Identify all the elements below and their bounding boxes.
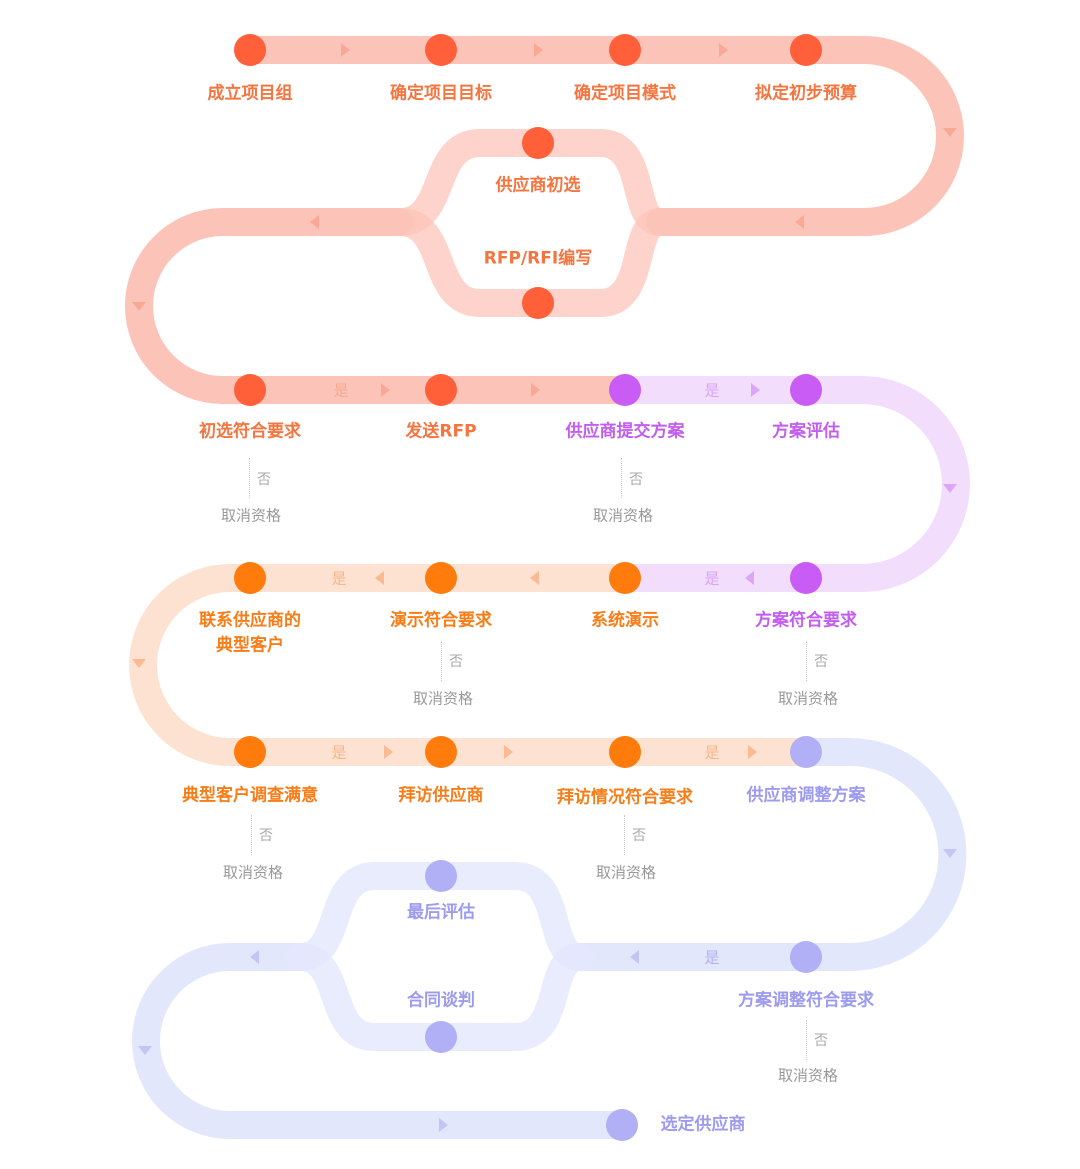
direction-arrow-icon xyxy=(751,383,760,397)
direction-arrow-icon xyxy=(504,745,513,759)
no-label: 否 xyxy=(814,654,828,670)
direction-arrow-icon xyxy=(534,43,543,57)
step-node xyxy=(425,374,457,406)
branch-top xyxy=(386,129,674,236)
direction-arrow-icon xyxy=(381,383,390,397)
step-label: 最后评估 xyxy=(407,902,475,923)
yes-label: 是 xyxy=(331,569,347,588)
direction-arrow-icon xyxy=(630,950,639,964)
no-label: 否 xyxy=(257,472,271,488)
disqualify-label: 取消资格 xyxy=(777,1066,839,1085)
yes-label: 是 xyxy=(333,381,349,400)
step-label: 初选符合要求 xyxy=(199,421,301,442)
step-node xyxy=(790,736,822,768)
disqualify-label: 取消资格 xyxy=(412,689,474,708)
track-orange xyxy=(129,564,819,766)
branch-bottom-2 xyxy=(286,943,594,1051)
step-label: 系统演示 xyxy=(591,610,659,631)
step-label: 联系供应商的 xyxy=(199,610,301,631)
step-node xyxy=(790,562,822,594)
branch-top-2 xyxy=(286,862,594,971)
disqualify-label: 取消资格 xyxy=(595,863,657,882)
step-label: 供应商提交方案 xyxy=(565,421,685,442)
branch-bottom xyxy=(386,208,674,317)
step-node xyxy=(425,736,457,768)
step-label: 演示符合要求 xyxy=(390,610,492,631)
direction-arrow-icon xyxy=(719,43,728,57)
no-label: 否 xyxy=(629,472,643,488)
step-node xyxy=(790,374,822,406)
no-label: 否 xyxy=(259,828,273,844)
no-label: 否 xyxy=(449,654,463,670)
direction-arrow-icon xyxy=(943,849,957,858)
step-label: 确定项目目标 xyxy=(390,83,492,104)
disqualify-label: 取消资格 xyxy=(222,863,284,882)
track-purple xyxy=(611,376,970,592)
step-node xyxy=(609,562,641,594)
step-label: 方案评估 xyxy=(772,421,840,442)
step-label: 供应商初选 xyxy=(495,175,581,196)
direction-arrow-icon xyxy=(375,571,384,585)
no-label: 否 xyxy=(814,1033,828,1049)
step-label: 方案符合要求 xyxy=(755,610,857,631)
step-node xyxy=(234,736,266,768)
disqualify-label: 取消资格 xyxy=(220,506,282,525)
direction-arrow-icon xyxy=(310,215,319,229)
yes-label: 是 xyxy=(331,743,347,762)
yes-label: 是 xyxy=(704,948,720,967)
direction-arrow-icon xyxy=(384,745,393,759)
yes-label: 是 xyxy=(704,381,720,400)
direction-arrow-icon xyxy=(132,659,146,668)
no-label: 否 xyxy=(632,828,646,844)
step-label: 方案调整符合要求 xyxy=(738,990,874,1011)
step-label: 典型客户调查满意 xyxy=(182,785,318,806)
direction-arrow-icon xyxy=(341,43,350,57)
step-node xyxy=(790,34,822,66)
step-label: 合同谈判 xyxy=(407,990,475,1011)
direction-arrow-icon xyxy=(138,1046,152,1055)
step-node xyxy=(522,127,554,159)
step-label: RFP/RFI编写 xyxy=(483,248,593,269)
step-node xyxy=(425,562,457,594)
step-node xyxy=(790,941,822,973)
step-node xyxy=(609,374,641,406)
step-label: 典型客户 xyxy=(216,635,284,656)
step-node xyxy=(425,860,457,892)
step-label: 拟定初步预算 xyxy=(755,83,857,104)
direction-arrow-icon xyxy=(795,215,804,229)
step-node xyxy=(234,562,266,594)
direction-arrow-icon xyxy=(943,484,957,493)
direction-arrow-icon xyxy=(748,745,757,759)
step-label: 拜访情况符合要求 xyxy=(557,787,693,808)
direction-arrow-icon xyxy=(530,571,539,585)
step-node xyxy=(522,287,554,319)
step-node xyxy=(234,34,266,66)
direction-arrow-icon xyxy=(132,302,146,311)
step-label: 确定项目模式 xyxy=(574,83,676,104)
disqualify-label: 取消资格 xyxy=(777,689,839,708)
step-label: 供应商调整方案 xyxy=(746,785,866,806)
yes-label: 是 xyxy=(704,743,720,762)
step-label: 成立项目组 xyxy=(207,83,293,104)
disqualify-label: 取消资格 xyxy=(592,506,654,525)
step-node xyxy=(234,374,266,406)
direction-arrow-icon xyxy=(531,383,540,397)
step-label: 选定供应商 xyxy=(660,1114,746,1135)
direction-arrow-icon xyxy=(745,571,754,585)
step-node xyxy=(609,34,641,66)
step-node xyxy=(425,1021,457,1053)
step-node xyxy=(606,1109,638,1141)
step-node xyxy=(609,736,641,768)
step-label: 拜访供应商 xyxy=(398,785,484,806)
step-label: 发送RFP xyxy=(405,421,477,442)
yes-label: 是 xyxy=(704,569,720,588)
step-node xyxy=(425,34,457,66)
direction-arrow-icon xyxy=(250,950,259,964)
direction-arrow-icon xyxy=(439,1118,448,1132)
direction-arrow-icon xyxy=(943,128,957,137)
